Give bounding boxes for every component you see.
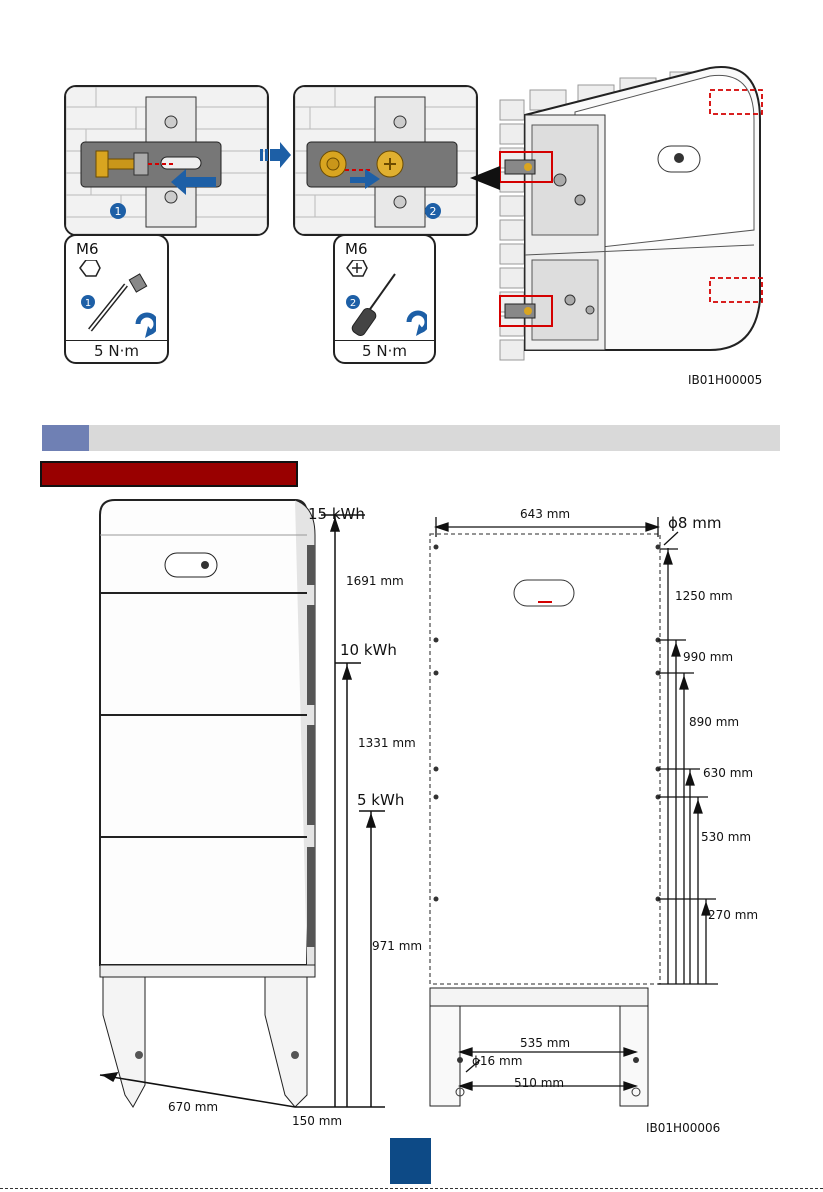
width-510: 510 mm <box>514 1076 564 1090</box>
page-number-badge <box>390 1138 431 1184</box>
section-banner <box>40 461 298 487</box>
dim-670: 670 mm <box>168 1100 218 1114</box>
bracket-tighten-illustration: 1 <box>66 87 267 234</box>
step2-screw-size: M6 <box>345 240 368 258</box>
hole-diameter-16: ϕ16 mm <box>472 1054 522 1068</box>
step1-torque: 5 N·m <box>66 342 167 360</box>
vertical-1250: 1250 mm <box>675 589 733 603</box>
dim-1331: 1331 mm <box>358 736 416 750</box>
battery-wall-mount-illustration <box>470 60 770 370</box>
section-header-tab <box>42 425 89 451</box>
step1-tool-panel: M6 1 5 N·m <box>64 234 169 364</box>
svg-text:1: 1 <box>85 298 91 309</box>
vertical-990: 990 mm <box>683 650 733 664</box>
vertical-530: 530 mm <box>701 830 751 844</box>
height-5kwh: 5 kWh <box>357 791 404 809</box>
step2-bracket-panel: 2 <box>293 85 478 236</box>
step2-torque: 5 N·m <box>335 342 434 360</box>
bracket-screw-illustration: 2 <box>295 87 476 234</box>
sequence-arrow-icon <box>260 140 292 170</box>
vertical-890: 890 mm <box>689 715 739 729</box>
height-15kwh: 15 kWh <box>308 505 365 523</box>
screwdriver-icon: 2 <box>343 260 427 340</box>
step1-bolt-size: M6 <box>76 240 99 258</box>
section-header-bar <box>42 425 780 451</box>
height-10kwh: 10 kWh <box>340 641 397 659</box>
socket-wrench-icon: 1 <box>76 260 156 340</box>
vertical-270: 270 mm <box>708 908 758 922</box>
battery-stack-dimension-drawing <box>95 495 425 1130</box>
vertical-630: 630 mm <box>703 766 753 780</box>
svg-text:2: 2 <box>350 298 356 309</box>
figure2-code: IB01H00006 <box>646 1121 720 1135</box>
width-535: 535 mm <box>520 1036 570 1050</box>
svg-text:2: 2 <box>430 205 437 218</box>
hole-diameter-8: ϕ8 mm <box>668 514 721 532</box>
step1-bracket-panel: 1 <box>64 85 269 236</box>
bottom-dotted-rule <box>0 1188 823 1189</box>
dim-1691: 1691 mm <box>346 574 404 588</box>
dim-971: 971 mm <box>372 939 422 953</box>
svg-text:1: 1 <box>115 205 122 218</box>
figure1-code: IB01H00005 <box>688 373 762 387</box>
width-643: 643 mm <box>520 507 570 521</box>
dim-150: 150 mm <box>292 1114 342 1128</box>
step2-tool-panel: M6 2 5 N·m <box>333 234 436 364</box>
